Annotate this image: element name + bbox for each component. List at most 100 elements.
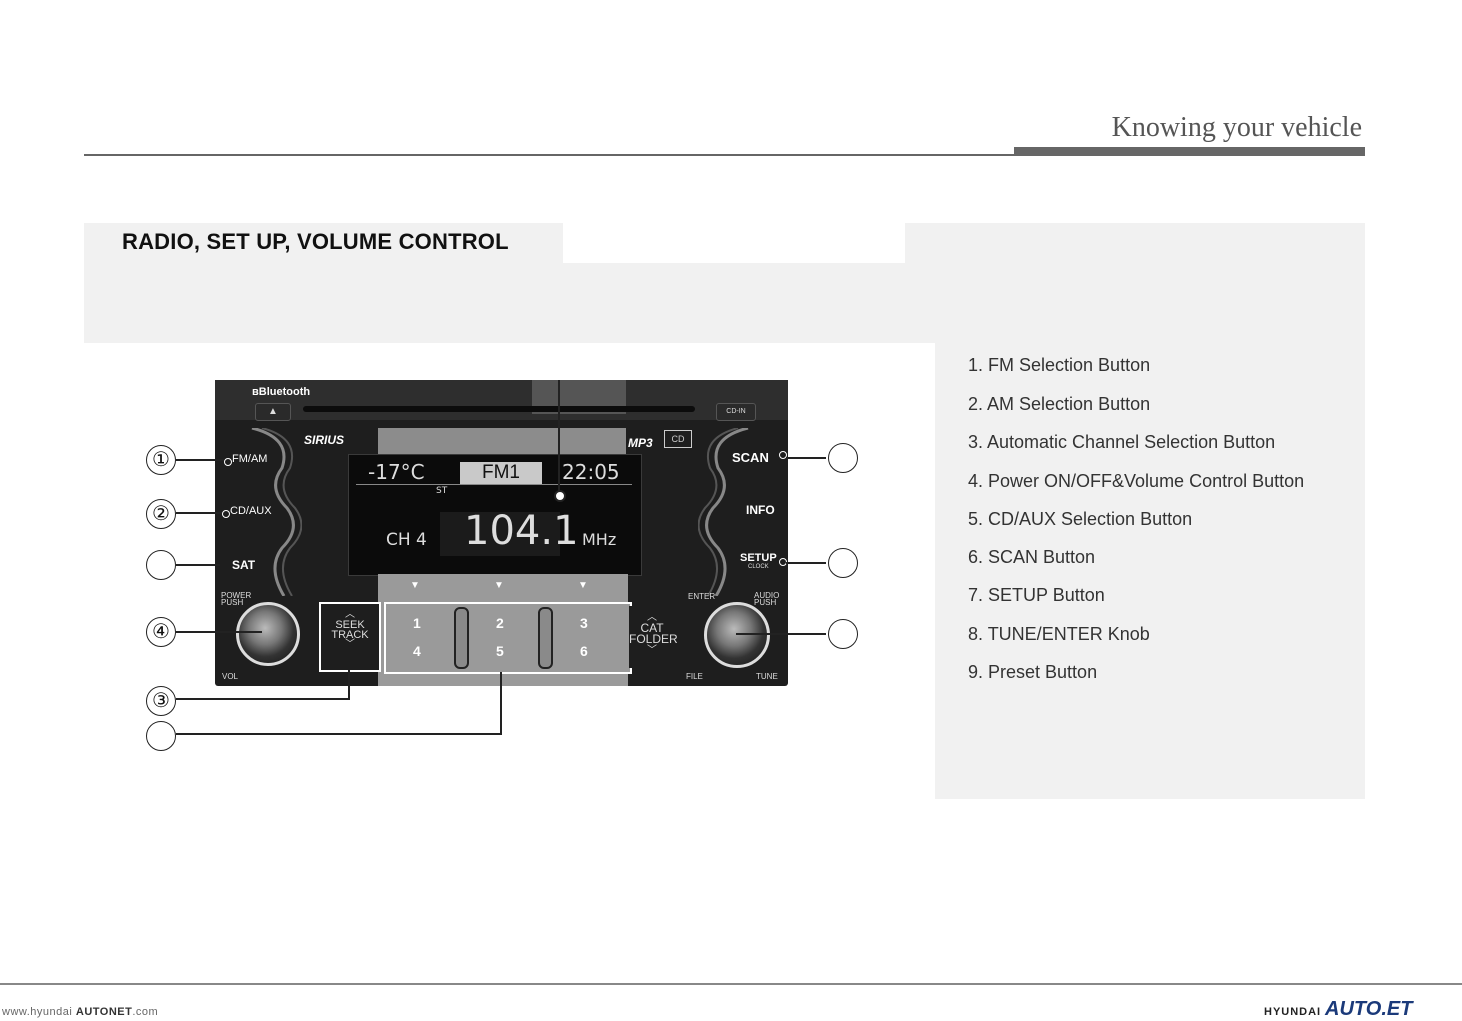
display-callout-line [558,380,560,494]
callout-2-line [176,512,222,514]
legend-item-7: 7. SETUP Button [968,585,1105,605]
preset-button-6[interactable]: 6 [580,643,588,659]
legend-item-5: 5. CD/AUX Selection Button [968,509,1193,529]
header-rule [84,154,1014,156]
cd-slot [303,406,695,412]
frequency-backdrop [440,512,560,556]
display-temperature: -17°C [368,460,425,484]
cd-in-indicator: CD-IN [716,403,756,421]
soft-key-arrow-1-icon[interactable]: ▼ [410,580,420,591]
callout-3: ③ [146,686,176,716]
track-label: TRACK [331,629,369,641]
footer-logo: HYUNDAI AUTO.ET [1264,998,1413,1020]
setup-label: SETUP [740,552,777,564]
cd-aux-led-icon [222,510,230,518]
legend-item-1: 1. FM Selection Button [968,355,1151,375]
legend-item-2: 2. AM Selection Button [968,394,1151,414]
callout-2: ② [146,499,176,529]
vol-label: VOL [222,672,239,681]
display-callout-dot [554,490,566,502]
scan-button[interactable]: SCAN [732,450,769,465]
callout-4-line [176,631,262,633]
callout-7-blank [828,548,858,578]
footer-rule [0,983,1462,985]
callout-3-riser [348,670,350,700]
setup-button[interactable]: SETUP CLOCK [740,553,777,571]
eject-icon: ▲ [268,406,278,417]
display-time: 22:05 [562,460,620,484]
title-panel-blank [563,223,905,263]
callout-1-line [176,459,224,461]
scan-led-icon [779,451,787,459]
legend-item-4: 4. Power ON/OFF&Volume Control Button [968,471,1305,491]
legend-item-9: 9. Preset Button [968,662,1098,682]
display-band: FM1 [460,462,542,484]
chevron-up-icon: ︿ [345,609,355,620]
preset-button-2[interactable]: 2 [496,615,504,631]
radio-top-strip [215,380,788,420]
file-label: FILE [686,672,703,681]
callout-3-line [176,698,350,700]
footer-website: www.hyundai AUTONET.com [2,1006,159,1018]
cd-logo: CD [664,430,692,448]
display-stereo: ST [436,486,448,496]
chevron-up-icon: ︿ [647,612,657,623]
bluetooth-label: ʙBluetooth [252,386,311,398]
fm-am-led-icon [224,458,232,466]
preset-button-group [384,602,632,674]
section-title: RADIO, SET UP, VOLUME CONTROL [122,229,509,254]
eject-button[interactable]: ▲ [255,403,291,421]
callout-4: ④ [146,617,176,647]
sat-button[interactable]: SAT [232,558,256,572]
left-button-strip [251,428,302,596]
seek-label: SEEK [335,619,365,631]
cd-aux-button[interactable]: CD/AUX [222,505,272,523]
chevron-down-icon: ﹀ [647,645,657,656]
preset-button-1[interactable]: 1 [413,615,421,631]
mp3-logo: MP3 [628,436,653,450]
chevron-down-icon: ﹀ [345,639,355,650]
clock-label: CLOCK [748,564,769,570]
callout-6-line [786,457,826,459]
page-header-title: Knowing your vehicle [1111,112,1362,143]
callout-9-blank [146,721,176,751]
display-bezel [378,428,626,456]
soft-key-arrow-2-icon[interactable]: ▼ [494,580,504,591]
sirius-logo: SIRIUS [304,433,345,447]
cat-label: CAT [640,621,664,635]
callout-9-line [176,733,502,735]
info-button[interactable]: INFO [746,503,775,517]
display-divider [356,484,632,485]
folder-label: FOLDER [629,632,678,646]
legend-item-8: 8. TUNE/ENTER Knob [968,624,1150,644]
audio-push-label: AUDIO PUSH [754,591,780,607]
tune-label: TUNE [756,672,778,681]
callout-5-line [176,564,220,566]
display-channel: CH 4 [386,530,427,550]
seek-track-button[interactable]: ︿ SEEK TRACK ﹀ [319,602,381,672]
preset-button-5[interactable]: 5 [496,643,504,659]
preset-divider-1 [454,607,469,669]
preset-button-3[interactable]: 3 [580,615,588,631]
right-button-strip [698,428,749,596]
power-volume-knob[interactable] [236,602,300,666]
display-frequency: 104.1 [464,508,579,554]
callout-9-riser [500,672,502,734]
preset-button-4[interactable]: 4 [413,643,421,659]
header-accent-bar [1014,147,1365,156]
legend-item-6: 6. SCAN Button [968,547,1096,567]
bluetooth-icon: ʙ [252,386,259,398]
callout-8-line [736,633,826,635]
power-push-label: POWER PUSH [221,591,252,607]
callout-8-blank [828,619,858,649]
callout-5-blank [146,550,176,580]
callout-1: ① [146,445,176,475]
enter-label: ENTER [688,592,716,601]
preset-divider-2 [538,607,553,669]
tune-enter-knob[interactable] [704,602,770,668]
fm-am-button[interactable]: FM/AM [224,453,267,471]
legend-panel [935,343,1365,799]
soft-key-arrow-3-icon[interactable]: ▼ [578,580,588,591]
callout-6-blank [828,443,858,473]
cat-folder-button[interactable]: ︿ CAT FOLDER ﹀ [629,606,678,668]
